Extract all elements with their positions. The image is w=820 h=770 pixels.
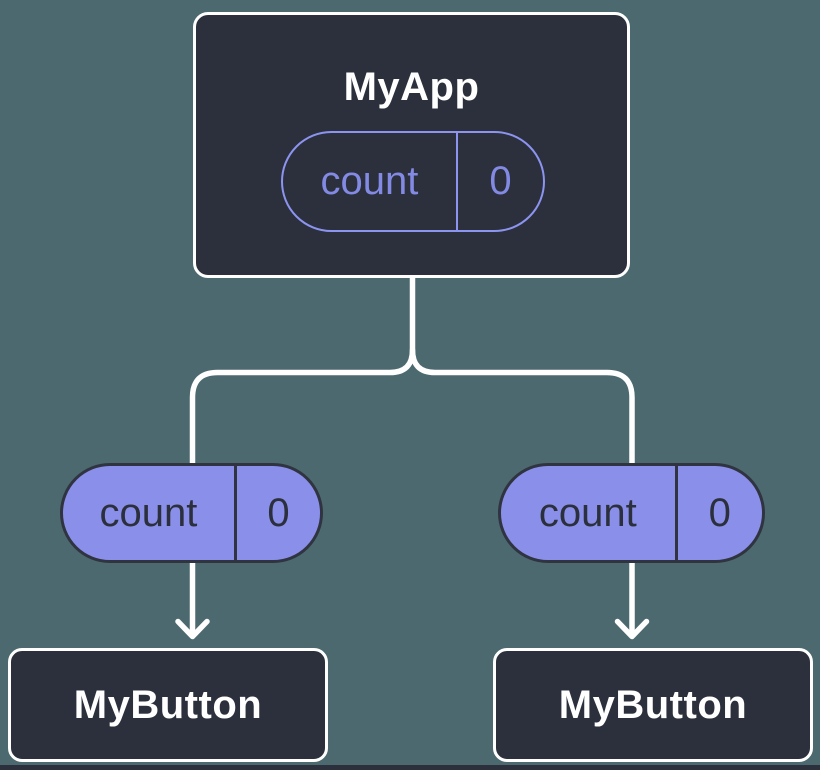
- arrowhead-right-icon: [614, 618, 650, 640]
- mybutton-node-card-right: MyButton: [493, 648, 813, 762]
- prop-name-section: count: [501, 466, 675, 560]
- pill-divider: [233, 466, 237, 560]
- arrowhead-left-icon: [175, 618, 210, 640]
- state-value-label: 0: [489, 159, 512, 203]
- prop-value-label: 0: [708, 490, 731, 535]
- prop-value-label: 0: [267, 490, 290, 535]
- myapp-state-pill: count 0: [281, 131, 545, 232]
- prop-pill-right: count 0: [498, 463, 765, 563]
- prop-value-section: 0: [678, 466, 762, 560]
- state-name-label: count: [320, 159, 419, 203]
- myapp-node-title: MyApp: [343, 65, 480, 109]
- myapp-node-card: MyApp count 0: [193, 12, 630, 278]
- mybutton-node-card-left: MyButton: [8, 648, 328, 762]
- pill-divider: [455, 133, 458, 230]
- bottom-edge-strip: [0, 765, 820, 770]
- prop-name-section: count: [63, 466, 234, 560]
- mybutton-node-title: MyButton: [73, 682, 263, 727]
- prop-pill-left: count 0: [60, 463, 323, 563]
- mybutton-node-title: MyButton: [558, 682, 748, 727]
- connector-trunk-left-branch: [189, 269, 416, 639]
- pill-divider: [674, 466, 678, 560]
- prop-name-label: count: [99, 490, 198, 535]
- connector-right-branch: [409, 347, 635, 639]
- state-name-section: count: [283, 133, 456, 230]
- prop-value-section: 0: [237, 466, 320, 560]
- prop-name-label: count: [538, 490, 637, 535]
- state-value-section: 0: [458, 133, 543, 230]
